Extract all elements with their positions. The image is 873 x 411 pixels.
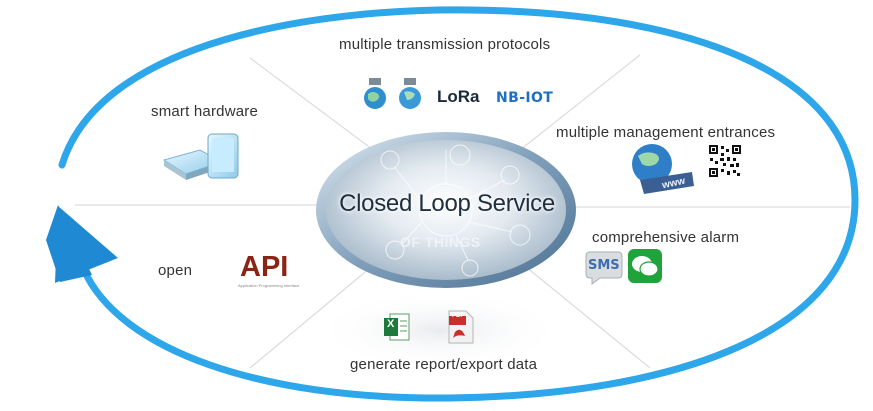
lora-logo: LoRa bbox=[437, 87, 480, 106]
hub-background-text: OF THINGS bbox=[400, 234, 481, 250]
pdf-icon bbox=[448, 310, 474, 344]
label-smart-hardware: smart hardware bbox=[151, 103, 259, 120]
section-dividers bbox=[75, 54, 850, 369]
label-generate-report: generate report/export data bbox=[350, 356, 538, 373]
loop-arrow-head bbox=[55, 206, 118, 283]
label-open: open bbox=[158, 262, 193, 279]
router-globe-icon bbox=[399, 78, 421, 109]
globe-icon bbox=[364, 78, 386, 109]
label-management-entrances: multiple management entrances bbox=[556, 124, 776, 141]
smart-device-icon bbox=[162, 133, 239, 180]
label-transmission-protocols: multiple transmission protocols bbox=[339, 36, 551, 53]
center-title: Closed Loop Service bbox=[339, 190, 555, 217]
loop-ring bbox=[58, 6, 859, 402]
hub-network-pattern bbox=[380, 144, 531, 277]
report-backdrop bbox=[315, 290, 565, 370]
world-www-icon bbox=[632, 144, 694, 194]
hub-face bbox=[326, 140, 566, 280]
excel-letter: X bbox=[387, 318, 395, 330]
api-logo: API bbox=[240, 251, 289, 283]
nbiot-logo: NB-IOT bbox=[496, 90, 554, 106]
qr-code-icon bbox=[708, 144, 742, 178]
sms-text: SMS bbox=[588, 258, 620, 273]
label-comprehensive-alarm: comprehensive alarm bbox=[592, 229, 740, 246]
excel-icon bbox=[384, 313, 410, 341]
pdf-label: PDF bbox=[452, 313, 464, 319]
wechat-icon bbox=[628, 249, 662, 283]
api-caption: Application Programming Interface bbox=[238, 283, 300, 288]
sms-bubble-icon bbox=[585, 251, 623, 285]
